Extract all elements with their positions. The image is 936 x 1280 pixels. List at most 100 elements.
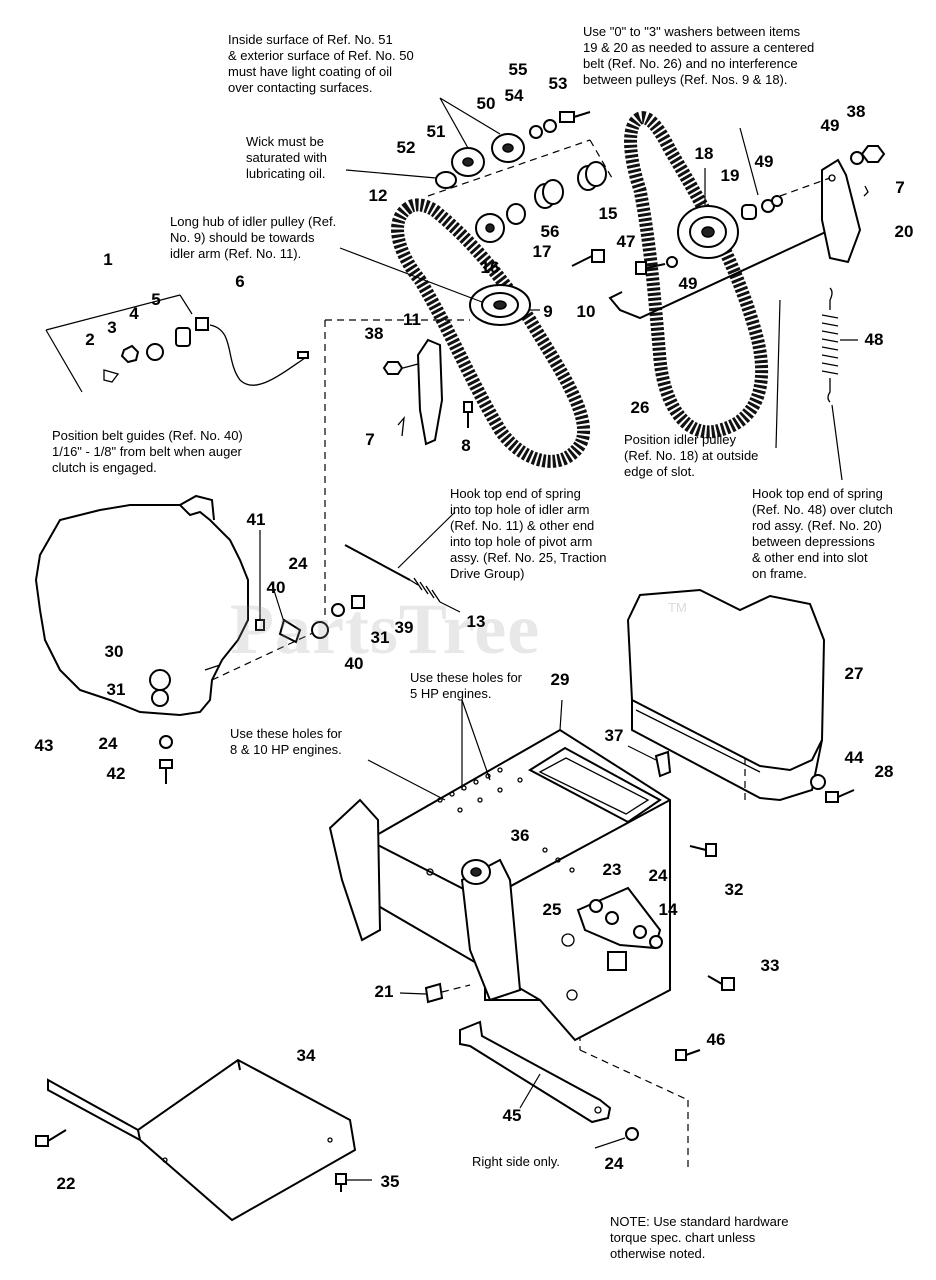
- callout-22: 22: [56, 1174, 76, 1193]
- callout-8: 8: [461, 436, 471, 455]
- callout-9: 9: [543, 302, 553, 321]
- callout-3: 3: [107, 318, 117, 337]
- callout-38-a: 38: [364, 324, 384, 343]
- belt-26: [624, 111, 768, 439]
- callout-6: 6: [235, 272, 245, 291]
- nut-38-washer-49: [850, 145, 886, 197]
- note-holes-8-10hp: Use these holes for 8 & 10 HP engines.: [230, 726, 343, 757]
- idler-pulley-18: [677, 168, 739, 259]
- callout-20: 20: [894, 222, 914, 241]
- callout-35: 35: [380, 1172, 400, 1191]
- callout-38-b: 38: [846, 102, 866, 121]
- callout-53: 53: [548, 74, 568, 93]
- callout-33: 33: [760, 956, 780, 975]
- callout-26: 26: [630, 398, 650, 417]
- clutch-rod-20: [608, 158, 862, 320]
- callout-17: 17: [532, 242, 552, 261]
- callout-43: 43: [34, 736, 54, 755]
- callout-18: 18: [694, 144, 714, 163]
- cable-parts-1-6: [45, 294, 309, 393]
- spacers-19-49: [741, 177, 831, 220]
- callout-16: 16: [480, 258, 500, 277]
- callout-50: 50: [476, 94, 496, 113]
- callout-54: 54: [504, 86, 524, 105]
- bolt-10: [571, 249, 605, 267]
- callout-31-a: 31: [106, 680, 126, 699]
- springs-15-56: [475, 161, 607, 243]
- callout-55: 55: [508, 60, 528, 79]
- hardware-32-33-46: [675, 843, 735, 1061]
- callout-44: 44: [844, 748, 864, 767]
- spring-48: [821, 287, 858, 403]
- callout-49-b: 49: [754, 152, 774, 171]
- callout-34: 34: [296, 1046, 316, 1065]
- callout-1: 1: [103, 250, 113, 269]
- callout-31-b: 31: [370, 628, 390, 647]
- callout-21: 21: [374, 982, 394, 1001]
- callout-46: 46: [706, 1030, 726, 1049]
- callout-42: 42: [106, 764, 126, 783]
- pivot-plate-25: [576, 886, 663, 950]
- callout-23: 23: [602, 860, 622, 879]
- bolts-22-35: [35, 1129, 372, 1192]
- callout-14: 14: [658, 900, 678, 919]
- part-21: [399, 982, 471, 1004]
- note-hook-spring-13: Hook top end of spring into top hole of …: [450, 486, 607, 581]
- callout-52: 52: [396, 138, 416, 157]
- callout-49-c: 49: [820, 116, 840, 135]
- callout-24-d: 24: [604, 1154, 624, 1173]
- callout-25: 25: [542, 900, 562, 919]
- watermark: PartsTree: [230, 589, 541, 669]
- note-hook-spring-48: Hook top end of spring (Ref. No. 48) ove…: [752, 486, 893, 581]
- callout-48: 48: [864, 330, 884, 349]
- callout-2: 2: [85, 330, 95, 349]
- engine-outline-43: [34, 494, 249, 717]
- callout-5: 5: [151, 290, 161, 309]
- callout-24-a: 24: [288, 554, 308, 573]
- note-leaders: [259, 97, 843, 801]
- callout-32: 32: [724, 880, 744, 899]
- callout-36: 36: [510, 826, 530, 845]
- callout-11: 11: [403, 310, 421, 329]
- bracket-37: [627, 745, 672, 778]
- callout-4: 4: [129, 304, 139, 323]
- callout-29: 29: [550, 670, 570, 689]
- idler-arm-11: [382, 338, 473, 446]
- note-long-hub: Long hub of idler pulley (Ref. No. 9) sh…: [170, 214, 337, 261]
- callout-28: 28: [874, 762, 894, 781]
- callout-41: 41: [246, 510, 266, 529]
- callout-13: 13: [466, 612, 486, 631]
- washer-24-right: [594, 1127, 639, 1149]
- callout-56: 56: [540, 222, 560, 241]
- callout-10: 10: [576, 302, 596, 321]
- callout-19: 19: [720, 166, 740, 185]
- hardware-44-28: [810, 774, 855, 803]
- belt-guides-40: [255, 595, 365, 644]
- callout-40-b: 40: [344, 654, 364, 673]
- note-wick: Wick must be saturated with lubricating …: [246, 134, 327, 181]
- frame-29: [328, 699, 671, 1042]
- note-oil-coating: Inside surface of Ref. No. 51 & exterior…: [228, 32, 414, 95]
- pulley-group-50-55: [427, 111, 613, 197]
- idler-pulley-9: [469, 284, 540, 326]
- spring-13: [344, 544, 461, 613]
- hardware-24-42: [159, 735, 173, 784]
- note-holes-5hp: Use these holes for 5 HP engines.: [410, 670, 523, 701]
- note-right-side-only: Right side only.: [472, 1154, 560, 1169]
- watermark-trademark: TM: [668, 600, 687, 615]
- callout-51: 51: [426, 122, 446, 141]
- callout-30: 30: [104, 642, 124, 661]
- callout-7-a: 7: [365, 430, 375, 449]
- skid-plate-34: [47, 1058, 357, 1222]
- callout-40-a: 40: [266, 578, 286, 597]
- callout-49-a: 49: [678, 274, 698, 293]
- callout-12: 12: [368, 186, 388, 205]
- mount-holes: [437, 767, 575, 873]
- callout-39: 39: [394, 618, 414, 637]
- callout-37: 37: [604, 726, 624, 745]
- callout-24-b: 24: [98, 734, 118, 753]
- belt-12: [391, 198, 591, 468]
- callout-47: 47: [616, 232, 636, 251]
